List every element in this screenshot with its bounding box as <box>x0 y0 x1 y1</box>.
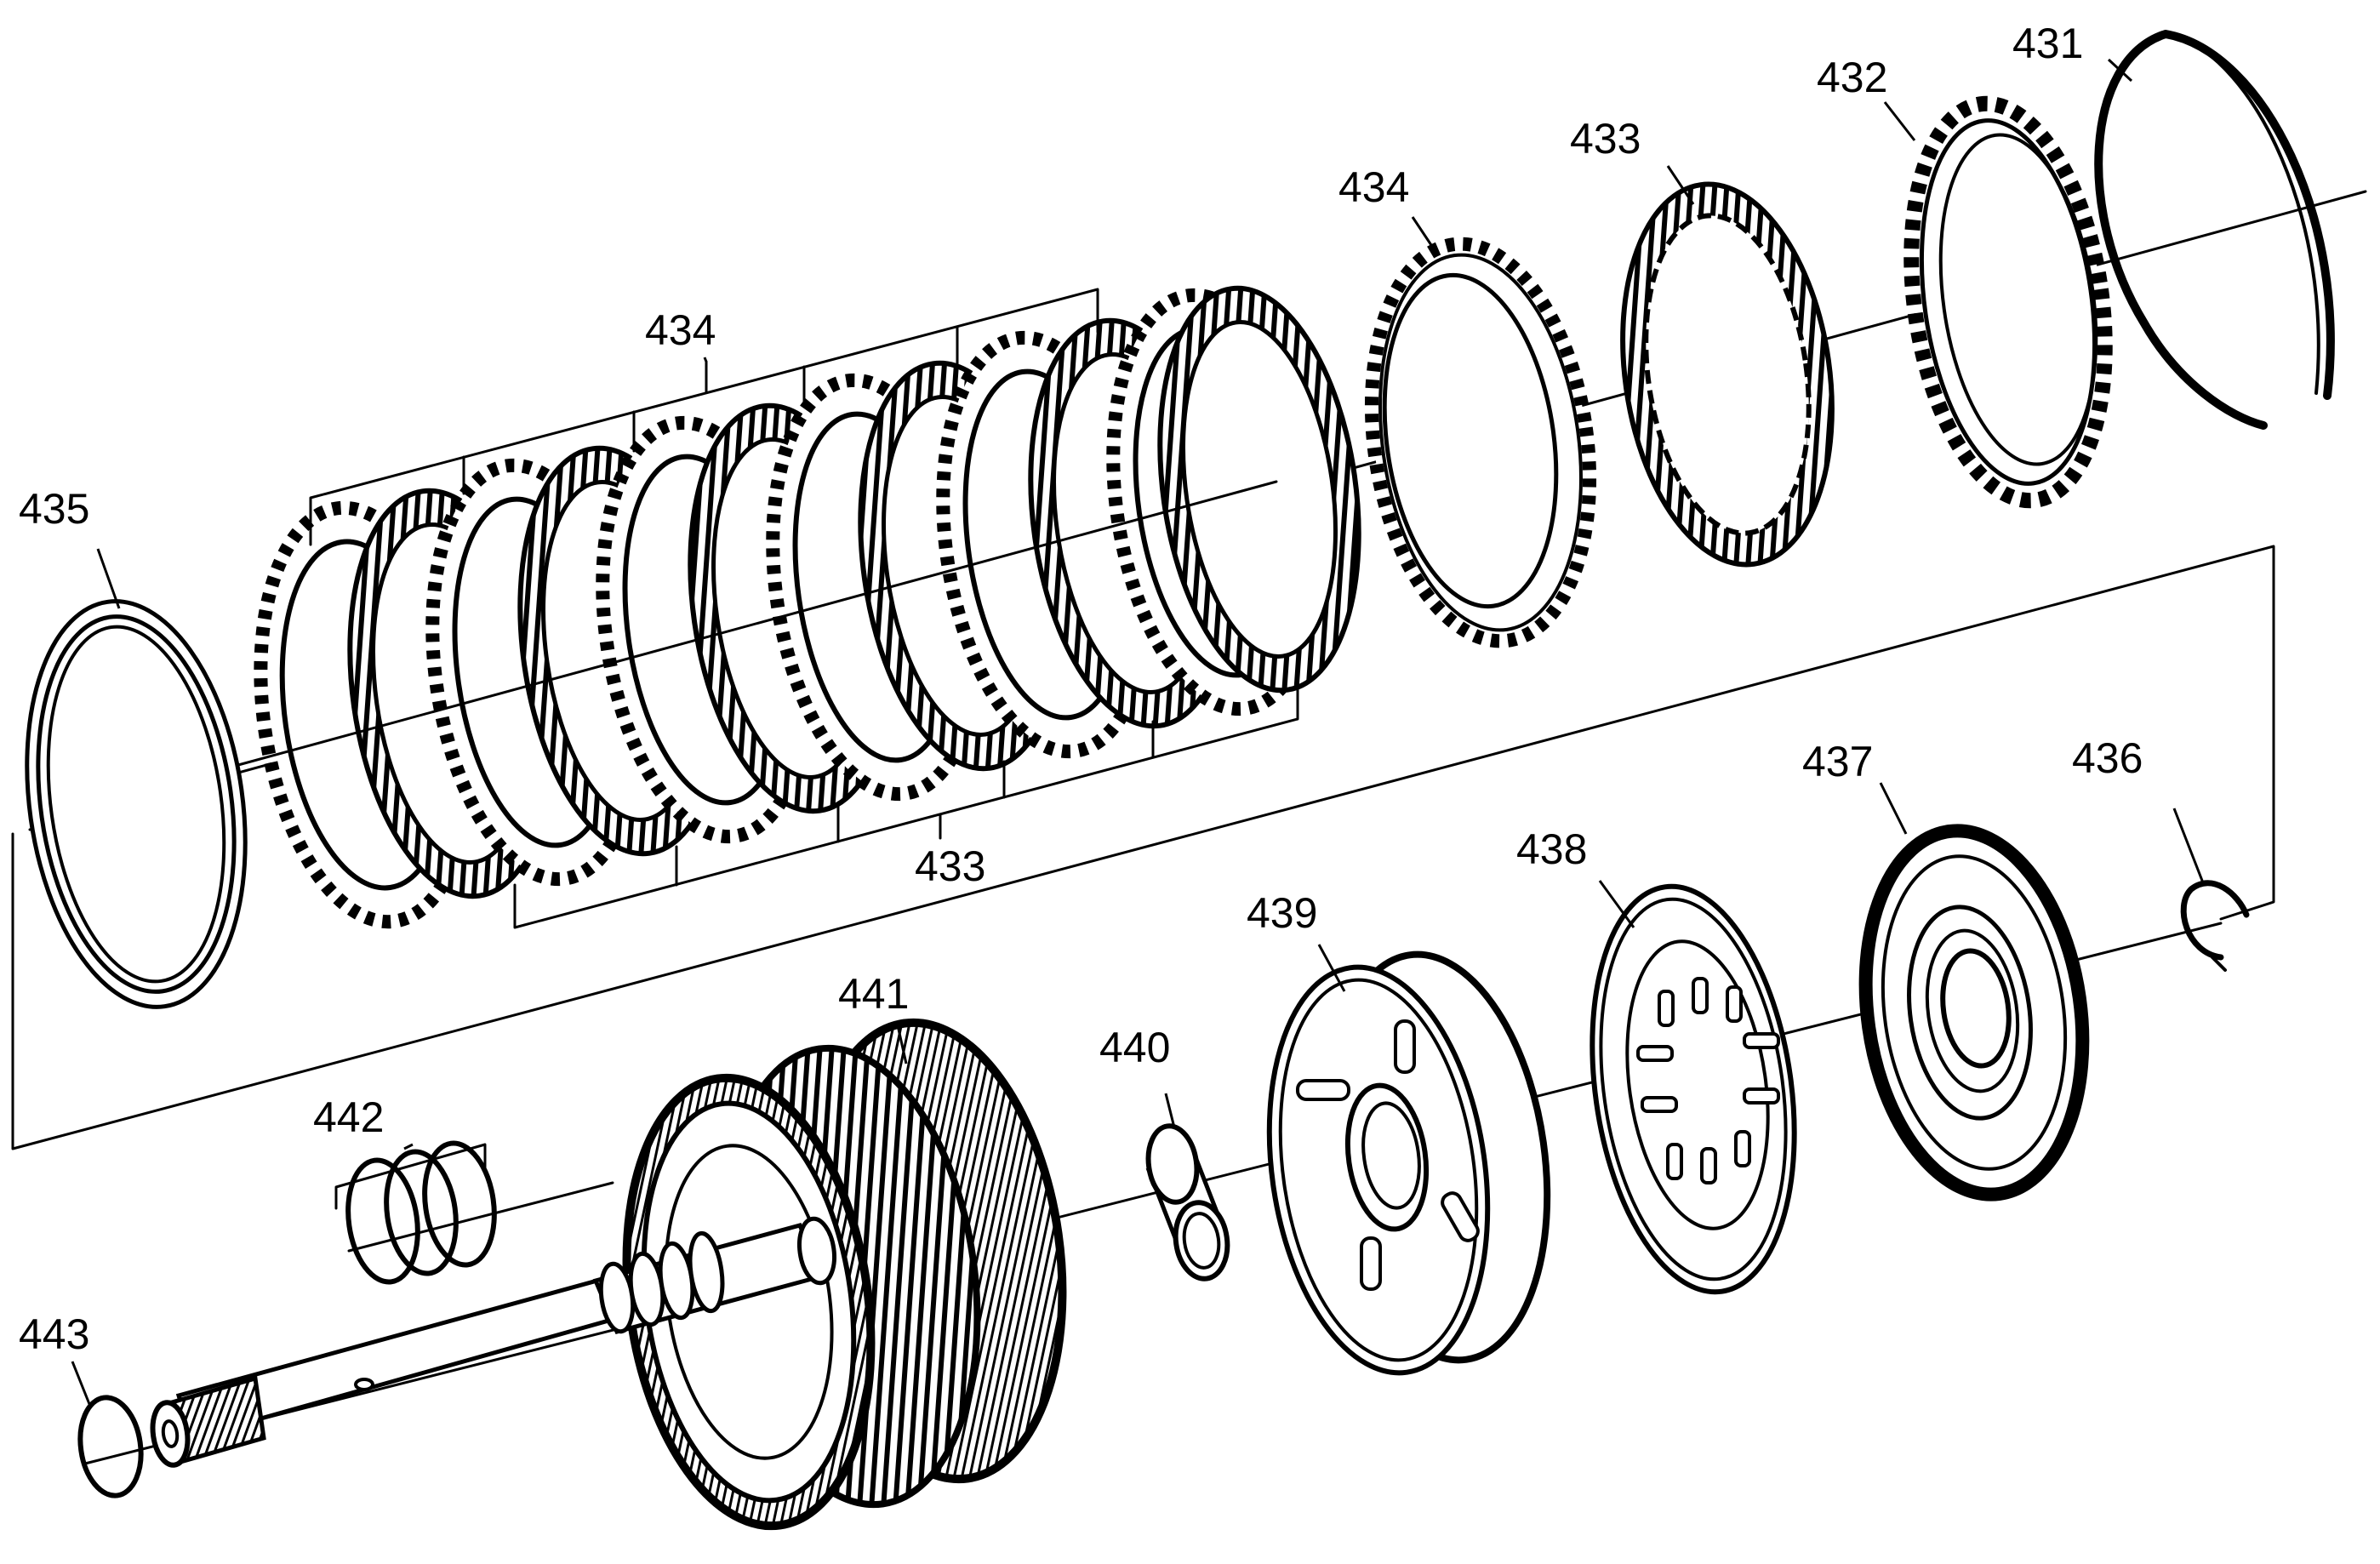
label-441: 441 <box>838 970 909 1018</box>
input-shaft <box>150 1216 836 1468</box>
housing-439 <box>1266 950 1551 1376</box>
pressure-plate-432 <box>1903 95 2113 509</box>
label-431: 431 <box>2012 20 2083 67</box>
label-438: 438 <box>1516 825 1587 873</box>
label-432: 432 <box>1817 54 1887 101</box>
steel-plate-434-right <box>1364 237 1597 648</box>
label-439: 439 <box>1247 889 1317 937</box>
seal-rings-442 <box>334 1140 614 1285</box>
upper-center-line-overlay <box>237 480 1278 767</box>
label-443: 443 <box>19 1310 89 1358</box>
o-ring-443 <box>77 1395 144 1498</box>
bracket-434-group <box>309 288 1099 546</box>
clutch-pack <box>254 285 1361 929</box>
label-433-top: 433 <box>1570 115 1641 163</box>
label-442: 442 <box>313 1093 384 1141</box>
spring-assembly-438 <box>1590 883 1797 1295</box>
label-434-right: 434 <box>1338 163 1409 211</box>
backing-plate-435 <box>25 599 248 1009</box>
label-437: 437 <box>1802 738 1873 785</box>
snap-ring-431 <box>2094 30 2335 430</box>
label-434-group: 434 <box>645 306 716 354</box>
bracket-433-group <box>513 679 1299 929</box>
piston-437 <box>1858 824 2090 1202</box>
part-labels: 431 432 433 434 434 435 433 436 437 438 … <box>19 20 2143 1358</box>
clutch-drum-441 <box>622 1018 1067 1531</box>
connector-frame <box>11 545 2275 1150</box>
clutch-friction-plate <box>1157 285 1361 694</box>
label-433-group: 433 <box>915 842 985 890</box>
bushing-440 <box>1145 1123 1230 1281</box>
leader-lines <box>71 58 2206 1405</box>
friction-plate-433-right <box>1620 181 1835 568</box>
label-440: 440 <box>1099 1024 1170 1071</box>
retaining-ring-436 <box>2180 880 2250 972</box>
label-435: 435 <box>19 485 89 533</box>
label-436: 436 <box>2072 734 2143 782</box>
